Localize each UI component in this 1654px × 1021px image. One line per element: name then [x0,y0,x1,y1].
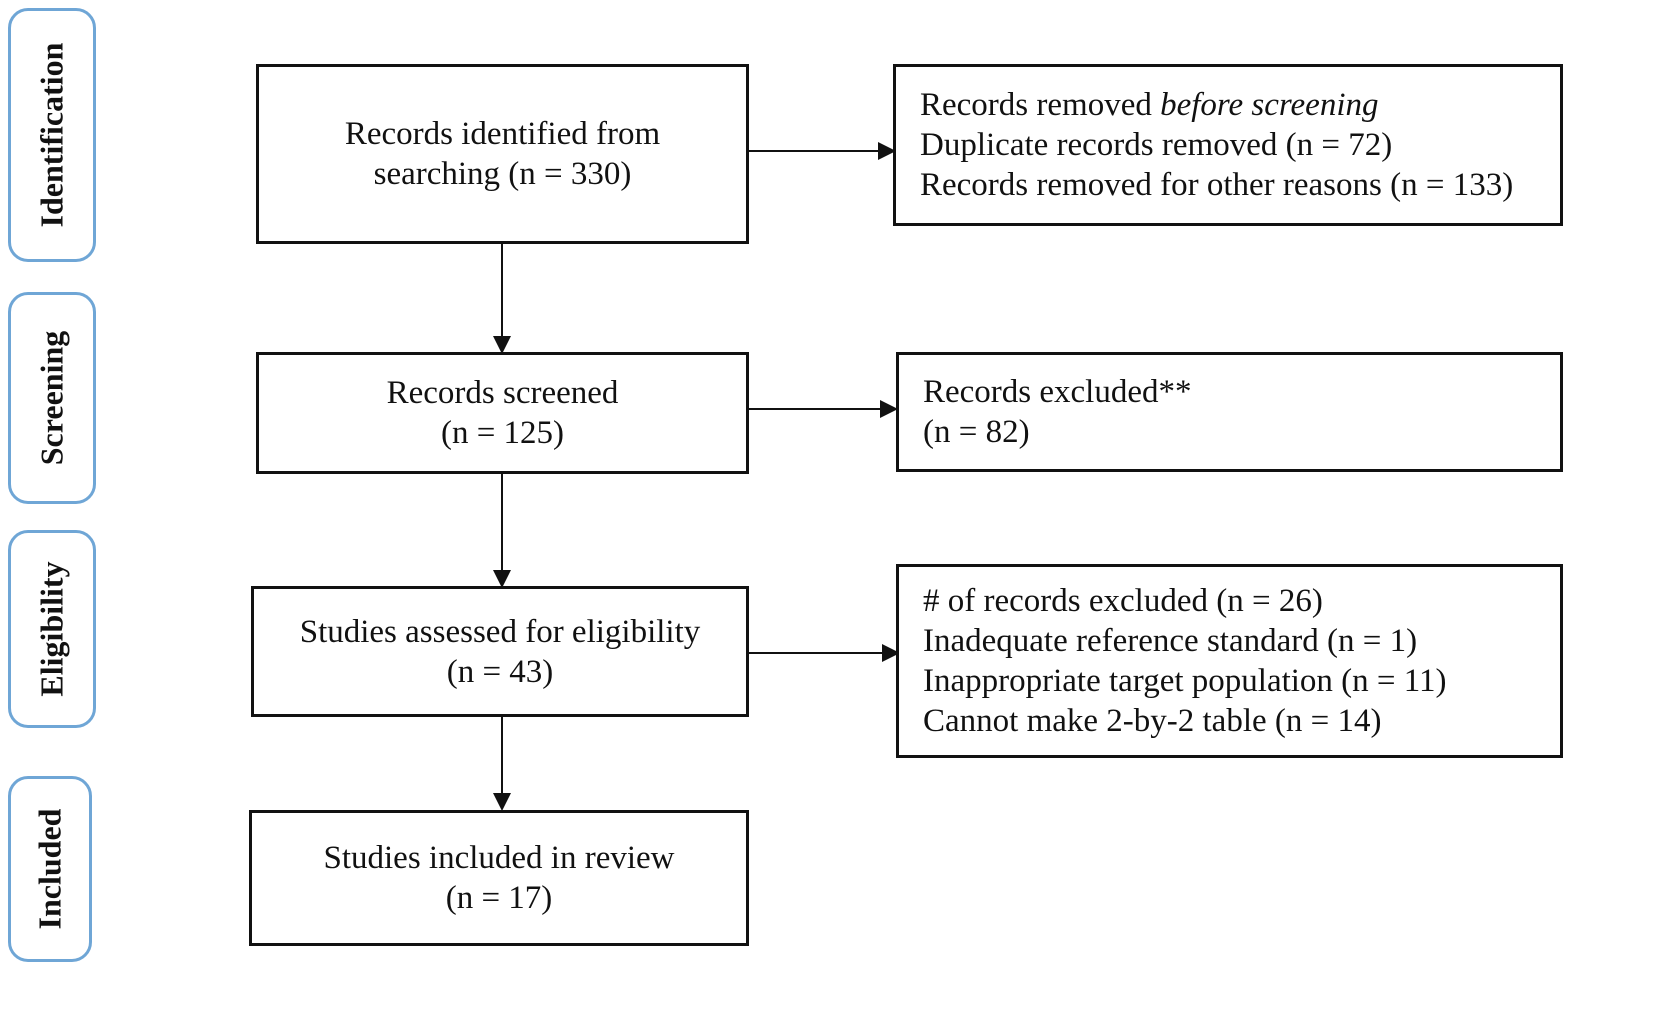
box-text: Records removed before screening [920,85,1560,125]
box-records-screened: Records screened (n = 125) [256,352,749,474]
box-text: # of records excluded (n = 26) [923,583,1323,619]
box-text: Studies assessed for eligibility [299,613,701,650]
arrowhead-right [878,142,896,160]
phase-eligibility: Eligibility [8,530,96,728]
box-exclusion-reasons: # of records excluded (n = 26) Inadequat… [896,564,1563,758]
box-text: (n = 125) [440,415,565,451]
box-text: Records excluded** [923,374,1192,410]
arrowhead-down [493,336,511,354]
box-text: (n = 43) [446,653,554,690]
phase-included: Included [8,776,92,962]
box-text-prefix: Records removed [920,87,1161,123]
box-records-removed-before-screening: Records removed before screening Duplica… [893,64,1563,226]
arrowhead-right [882,644,900,662]
arrowhead-down [493,570,511,588]
box-text: Inappropriate target population (n = 11) [923,663,1447,699]
box-text: Records removed for other reasons (n = 1… [920,167,1514,203]
box-studies-assessed: Studies assessed for eligibility (n = 43… [251,586,749,717]
box-text-italic: before screening [1160,87,1379,123]
box-text: (n = 17) [445,880,553,916]
arrowhead-down [493,793,511,811]
box-text: searching (n = 330) [373,156,632,192]
box-records-excluded: Records excluded** (n = 82) [896,352,1563,472]
box-studies-included: Studies included in review (n = 17) [249,810,749,946]
phase-screening: Screening [8,292,96,504]
arrowhead-right [880,400,898,418]
box-text: Inadequate reference standard (n = 1) [923,623,1418,659]
box-records-identified: Records identified from searching (n = 3… [256,64,749,244]
box-text: Records screened [386,375,619,411]
box-text: Studies included in review [323,840,675,876]
box-text: Records identified from [344,116,661,152]
box-text: Cannot make 2-by-2 table (n = 14) [923,703,1382,739]
box-text: (n = 82) [923,414,1030,450]
phase-identification: Identification [8,8,96,262]
box-text: Duplicate records removed (n = 72) [920,127,1393,163]
